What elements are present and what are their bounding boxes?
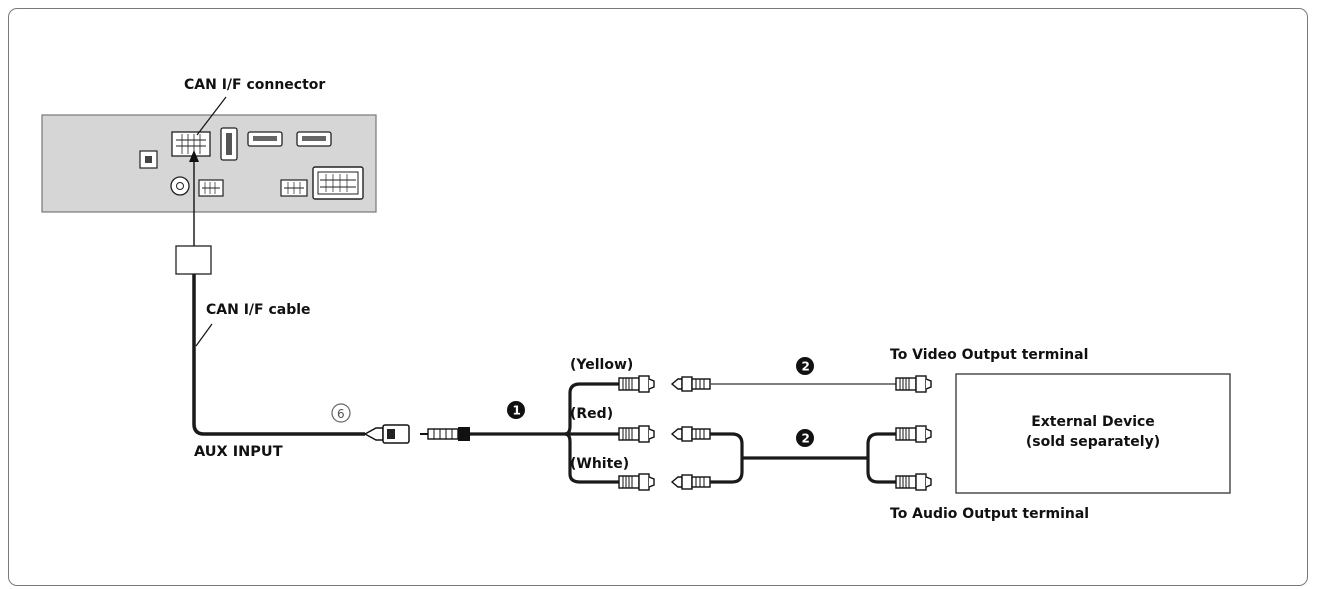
mini-plug [420, 427, 470, 441]
rca-plug-red [618, 425, 655, 443]
rca-plug-video-out [895, 375, 932, 393]
can-if-port [171, 131, 211, 157]
to-audio-label: To Audio Output terminal [890, 506, 1089, 522]
leader-line [196, 96, 227, 136]
aux-jack [363, 424, 410, 444]
rca-jack-white [671, 474, 711, 490]
aux-input-label: AUX INPUT [194, 444, 283, 460]
audio-cable [710, 432, 896, 484]
head-unit [41, 114, 377, 213]
marker-2-audio [796, 429, 814, 447]
marker-6 [331, 403, 351, 423]
marker-2b-label: 2 [802, 432, 810, 446]
can-connector-label: CAN I/F connector [184, 77, 325, 93]
external-device-box [955, 373, 1231, 494]
can-if-cable [192, 274, 365, 436]
white-label: (White) [570, 456, 629, 472]
external-device-title: External Device [1031, 414, 1155, 430]
rca-jack-red [671, 426, 711, 442]
to-video-label: To Video Output terminal [890, 347, 1088, 363]
external-device-subtitle: (sold separately) [1026, 434, 1160, 450]
rca-jack-yellow [671, 376, 711, 392]
can-cable-label: CAN I/F cable [206, 302, 311, 318]
marker-1-label: 1 [513, 404, 521, 418]
marker-6-label: 6 [337, 407, 345, 421]
av-cable [470, 382, 619, 484]
yellow-label: (Yellow) [570, 357, 633, 373]
rca-plug-yellow [618, 375, 655, 393]
leader-line [195, 323, 213, 347]
rca-plug-white [618, 473, 655, 491]
can-if-box [175, 245, 212, 275]
arrow-head-icon [189, 150, 199, 162]
marker-1 [507, 401, 525, 419]
red-label: (Red) [570, 406, 613, 422]
rca-plug-audio-out-l [895, 473, 932, 491]
marker-2-video [796, 357, 814, 375]
marker-2a-label: 2 [802, 360, 810, 374]
rca-plug-audio-out-r [895, 425, 932, 443]
